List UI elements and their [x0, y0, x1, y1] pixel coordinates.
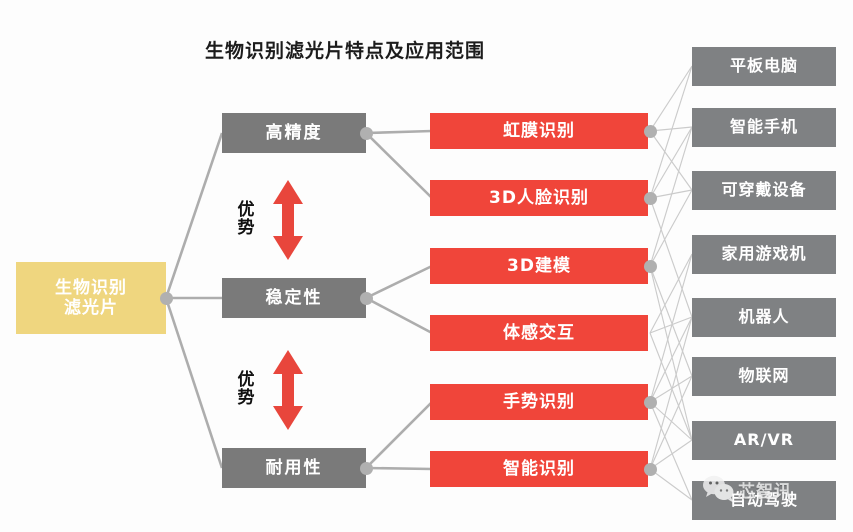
device-node-robot[interactable]: 机器人: [692, 298, 836, 337]
feature-hub-dot-3: [360, 462, 373, 475]
advantage-label: 优势: [237, 370, 255, 408]
device-label: 家用游戏机: [721, 244, 807, 264]
application-label: 体感交互: [503, 322, 575, 343]
root-node-label-line1: 生物识别: [55, 277, 127, 298]
application-node-smart-recognition[interactable]: 智能识别: [430, 451, 648, 487]
feature-hub-dot-1: [360, 127, 373, 140]
application-label: 手势识别: [503, 391, 575, 412]
feature-node-durability[interactable]: 耐用性: [222, 448, 366, 488]
application-label: 智能识别: [503, 458, 575, 479]
advantage-label: 优势: [237, 200, 255, 238]
advantage-marker-2: 优势: [236, 348, 306, 432]
device-node-wearable[interactable]: 可穿戴设备: [692, 171, 836, 210]
root-hub-dot: [160, 292, 173, 305]
application-node-iris-recognition[interactable]: 虹膜识别: [430, 113, 648, 149]
device-node-smartphone[interactable]: 智能手机: [692, 108, 836, 147]
device-label: 物联网: [738, 366, 790, 386]
feature-hub-dot-2: [360, 292, 373, 305]
device-label: AR/VR: [733, 430, 795, 450]
feature-label: 高精度: [265, 122, 323, 143]
application-hub-dot-2: [644, 192, 657, 205]
application-label: 3D建模: [507, 255, 571, 276]
device-node-home-game-console[interactable]: 家用游戏机: [692, 235, 836, 274]
device-node-ar-vr[interactable]: AR/VR: [692, 421, 836, 460]
application-hub-dot-1: [644, 125, 657, 138]
device-node-iot[interactable]: 物联网: [692, 357, 836, 396]
device-label: 自动驾驶: [729, 490, 798, 510]
application-hub-dot-6: [644, 463, 657, 476]
advantage-marker-1: 优势: [236, 178, 306, 262]
device-label: 可穿戴设备: [721, 180, 807, 200]
feature-node-stability[interactable]: 稳定性: [222, 278, 366, 318]
device-node-autonomous-driving[interactable]: 自动驾驶: [692, 481, 836, 520]
double-arrow-vertical-icon: [273, 350, 303, 430]
application-hub-dot-3: [644, 260, 657, 273]
root-node-biometric-filter[interactable]: 生物识别 滤光片: [16, 262, 166, 334]
device-node-tablet[interactable]: 平板电脑: [692, 47, 836, 86]
page-title: 生物识别滤光片特点及应用范围: [204, 40, 485, 62]
application-node-3d-modeling[interactable]: 3D建模: [430, 248, 648, 284]
application-node-3d-face-recognition[interactable]: 3D人脸识别: [430, 180, 648, 216]
root-node-label-line2: 滤光片: [64, 298, 118, 318]
feature-label: 稳定性: [265, 287, 323, 308]
device-label: 智能手机: [729, 117, 798, 137]
feature-node-high-precision[interactable]: 高精度: [222, 113, 366, 153]
device-label: 平板电脑: [729, 56, 798, 76]
application-hub-dot-5: [644, 396, 657, 409]
application-node-gesture-recognition[interactable]: 手势识别: [430, 384, 648, 420]
application-label: 3D人脸识别: [489, 187, 589, 208]
feature-label: 耐用性: [265, 457, 323, 478]
application-node-motion-interaction[interactable]: 体感交互: [430, 315, 648, 351]
double-arrow-vertical-icon: [273, 180, 303, 260]
device-label: 机器人: [738, 307, 790, 327]
application-label: 虹膜识别: [503, 120, 575, 141]
